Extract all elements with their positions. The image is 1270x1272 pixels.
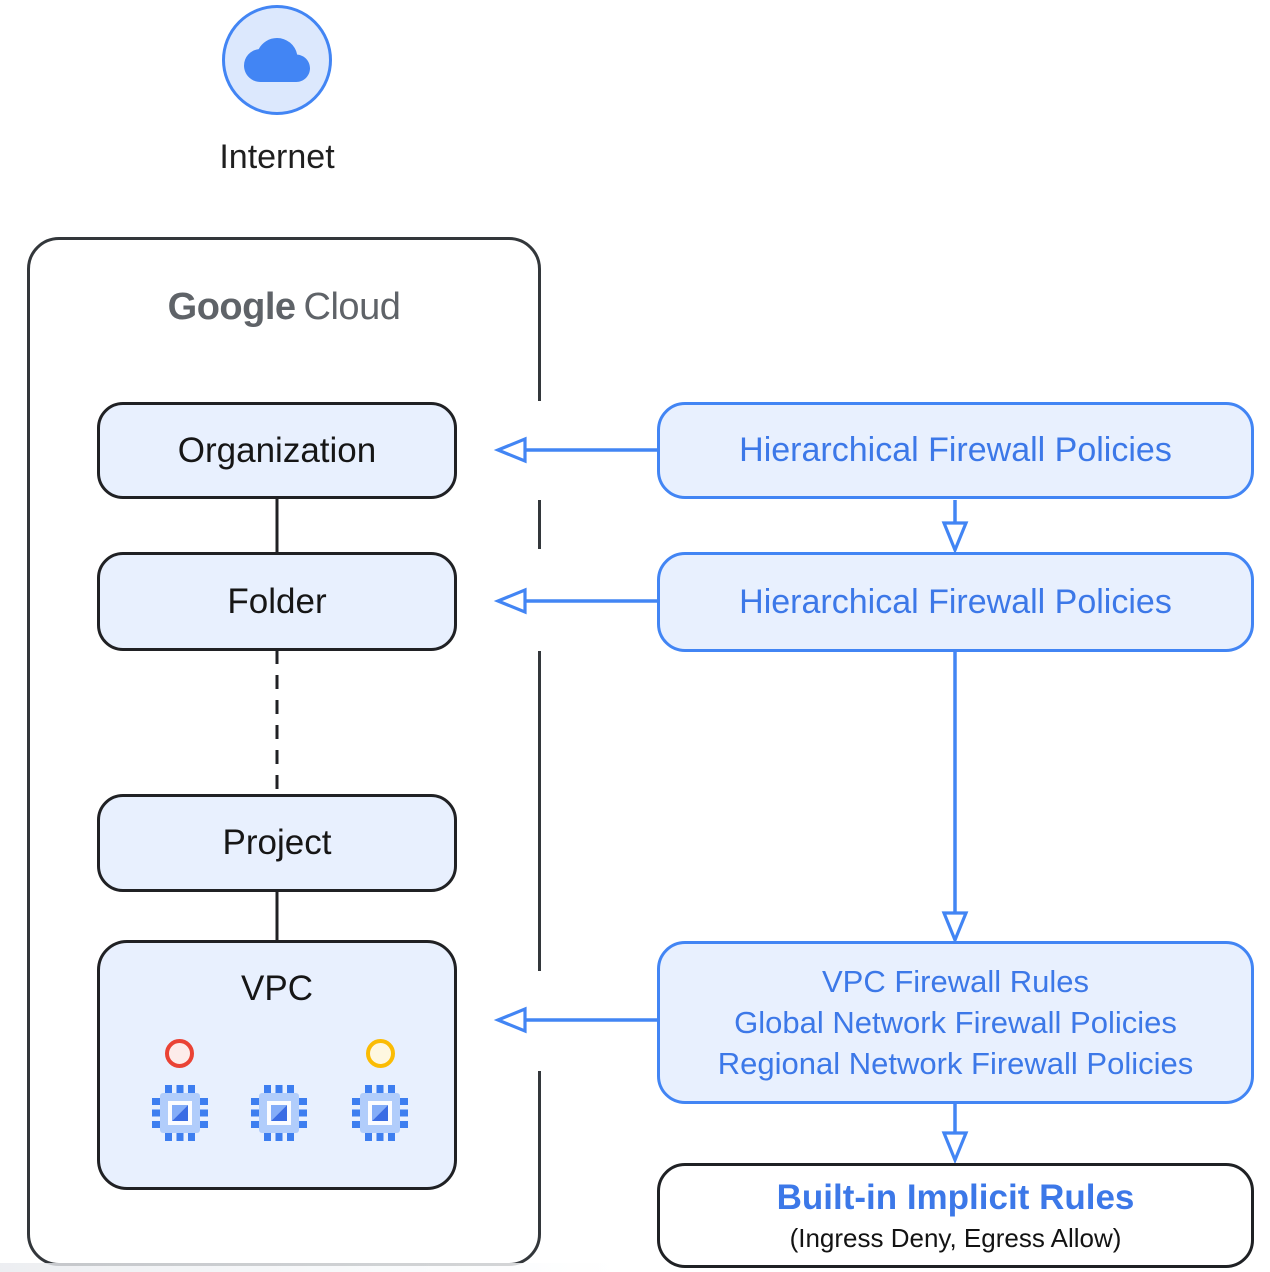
project-node: Project: [97, 794, 457, 892]
arrow-orgpolicy-to-folderpolicy: [941, 500, 969, 555]
organization-label: Organization: [177, 430, 377, 470]
built-in-implicit-rules-subtitle: (Ingress Deny, Egress Allow): [789, 1222, 1122, 1253]
cloud-icon: [244, 38, 310, 82]
folder-node: Folder: [97, 552, 457, 651]
vpc-firewall-rules-box: VPC Firewall Rules Global Network Firewa…: [657, 941, 1254, 1104]
vm-chip-icon: [251, 1085, 307, 1141]
arrow-folderpolicy-to-vpcpolicy: [941, 652, 969, 945]
folder-label: Folder: [227, 581, 327, 621]
yellow-circle-icon: [366, 1039, 395, 1068]
arrow-vpcpolicy-to-builtin: [941, 1104, 969, 1165]
bottom-edge-shadow: [0, 1263, 620, 1272]
regional-network-firewall-policies-line: Regional Network Firewall Policies: [717, 1046, 1194, 1081]
vm-chip-icon: [352, 1085, 408, 1141]
boundary-gap: [534, 971, 546, 1071]
hierarchical-firewall-policies-folder-label: Hierarchical Firewall Policies: [739, 582, 1172, 621]
hierarchical-firewall-policies-org-label: Hierarchical Firewall Policies: [739, 431, 1172, 469]
project-label: Project: [222, 823, 332, 862]
vpc-firewall-rules-line: VPC Firewall Rules: [821, 964, 1089, 999]
logo-cloud-text: Cloud: [303, 286, 401, 328]
internet-label: Internet: [219, 138, 335, 176]
boundary-gap: [534, 401, 546, 500]
hierarchical-firewall-policies-org-box: Hierarchical Firewall Policies: [657, 402, 1254, 499]
organization-node: Organization: [97, 402, 457, 499]
boundary-gap: [534, 549, 546, 651]
red-circle-icon: [165, 1039, 194, 1068]
global-network-firewall-policies-line: Global Network Firewall Policies: [734, 1005, 1177, 1040]
vpc-node: VPC: [97, 940, 457, 1190]
built-in-implicit-rules-title: Built-in Implicit Rules: [776, 1177, 1135, 1217]
built-in-implicit-rules-box: Built-in Implicit Rules (Ingress Deny, E…: [657, 1163, 1254, 1268]
vm-chip-icon: [152, 1085, 208, 1141]
internet-node: [222, 5, 332, 115]
logo-google-text: Google: [167, 286, 296, 328]
vpc-label: VPC: [241, 969, 313, 1008]
hierarchical-firewall-policies-folder-box: Hierarchical Firewall Policies: [657, 552, 1254, 652]
